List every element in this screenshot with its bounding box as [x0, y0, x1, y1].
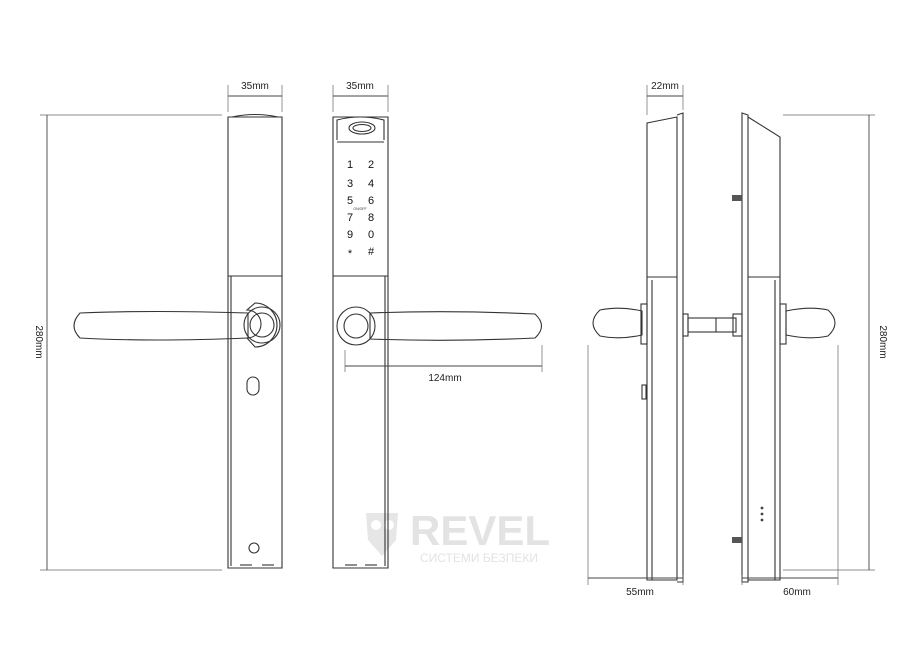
svg-text:124mm: 124mm — [428, 373, 461, 384]
revel-watermark: REVEL СИСТЕМИ БЕЗПЕКИ — [366, 507, 550, 565]
fingerprint-sensor-icon — [348, 121, 376, 135]
key-0[interactable]: 0 — [368, 229, 374, 241]
front-view-outer — [73, 113, 283, 569]
key-4[interactable]: 4 — [368, 178, 374, 190]
dim-back-width: 35mm — [332, 81, 389, 112]
dim-height-left: 280mm — [33, 114, 222, 571]
svg-text:22mm: 22mm — [651, 81, 679, 92]
keypad-view — [332, 116, 543, 569]
svg-text:280mm: 280mm — [33, 325, 44, 358]
dim-height-right: 280mm — [783, 114, 888, 571]
key-8[interactable]: 8 — [368, 212, 374, 224]
side-view-inner — [732, 112, 836, 583]
svg-text:35mm: 35mm — [346, 81, 374, 92]
key-1[interactable]: 1 — [347, 159, 353, 171]
dim-side-left-total: 55mm — [587, 345, 684, 598]
dim-front-width: 35mm — [227, 81, 283, 112]
key-9[interactable]: 9 — [347, 229, 353, 241]
watermark-tagline: СИСТЕМИ БЕЗПЕКИ — [420, 551, 538, 565]
dim-side-depth: 22mm — [646, 81, 684, 115]
key-cylinder — [246, 376, 260, 396]
dim-side-right-total: 60mm — [741, 345, 839, 598]
key-5[interactable]: 5 — [347, 195, 353, 207]
side-view-outer — [592, 112, 743, 583]
key-6[interactable]: 6 — [368, 195, 374, 207]
svg-text:60mm: 60mm — [783, 587, 811, 598]
keypad-small-label: ON/OFF — [353, 207, 366, 211]
rosette — [245, 302, 278, 348]
keypad: 1 2 3 4 5 6 ON/OFF 7 8 9 0 * # — [347, 159, 375, 260]
svg-text:280mm: 280mm — [877, 325, 888, 358]
key-star[interactable]: * — [348, 248, 353, 260]
svg-text:35mm: 35mm — [241, 81, 269, 92]
owl-logo-icon — [366, 513, 398, 556]
dim-handle-length: 124mm — [344, 345, 543, 384]
lever-handle-right — [369, 311, 543, 341]
watermark-brand: REVEL — [410, 507, 550, 554]
key-2[interactable]: 2 — [368, 159, 374, 171]
svg-text:55mm: 55mm — [626, 587, 654, 598]
key-hash[interactable]: # — [368, 246, 375, 258]
usb-port-icon — [732, 195, 742, 201]
key-7[interactable]: 7 — [347, 212, 353, 224]
lever-handle — [73, 310, 249, 341]
key-3[interactable]: 3 — [347, 178, 353, 190]
